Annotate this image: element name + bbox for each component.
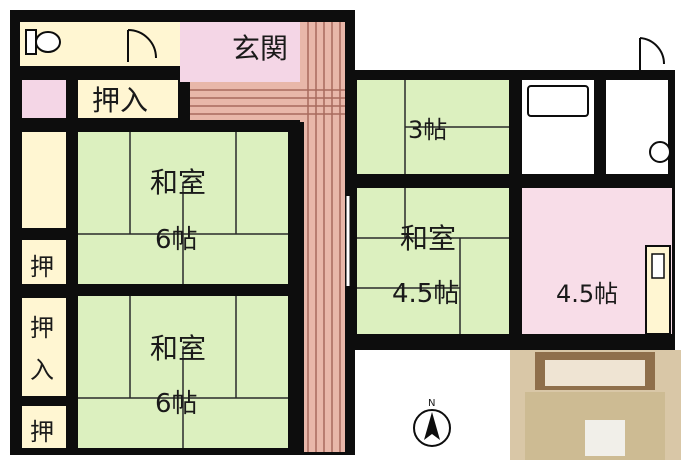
bathtub-icon: [527, 85, 589, 117]
washitsu-c-size: 4.5帖: [392, 279, 459, 309]
entrance-area: [180, 22, 300, 82]
washitsu-a-size: 6帖: [155, 225, 198, 255]
room-3-tatami: 3帖: [357, 80, 509, 174]
door-swing-icon: [127, 29, 157, 62]
closet-top-left: [22, 80, 66, 118]
compass-label: N: [428, 398, 435, 409]
washitsu-c: 和室 4.5帖: [346, 188, 509, 334]
bath-area: [522, 80, 671, 174]
room-45: 4.5帖: [522, 188, 672, 335]
room-45-label: 4.5帖: [556, 280, 618, 308]
closet-left-2b-label: 入: [30, 356, 54, 384]
closet-left-3: [22, 406, 66, 448]
sink-icon: [649, 141, 671, 163]
closet-left-1: [22, 240, 66, 284]
washitsu-b: 和室 6帖: [78, 291, 288, 453]
closet-left-2: [22, 298, 66, 396]
windows: [380, 73, 640, 347]
washitsu-b-name: 和室: [150, 332, 206, 365]
north-arrow-icon: N: [413, 398, 451, 447]
washitsu-a: 和室 6帖: [78, 132, 288, 284]
room-photo: [510, 350, 681, 460]
washitsu-c-name: 和室: [400, 222, 456, 255]
closet-top-label: 押入: [92, 84, 148, 117]
closet-left-2a-label: 押: [30, 314, 54, 342]
washitsu-b-size: 6帖: [155, 389, 198, 419]
door-swing-icon: [639, 37, 666, 70]
room-3-label: 3帖: [408, 116, 447, 144]
closet-left-3-label: 押: [30, 418, 54, 446]
closet-left-1-label: 押: [30, 253, 54, 281]
entrance-label: 玄関: [232, 32, 288, 65]
closet-left-upper: [22, 132, 66, 228]
toilet-icon: [25, 29, 61, 55]
washitsu-a-name: 和室: [150, 166, 206, 199]
hall-floor: [190, 22, 345, 452]
closet-top: [78, 80, 178, 118]
